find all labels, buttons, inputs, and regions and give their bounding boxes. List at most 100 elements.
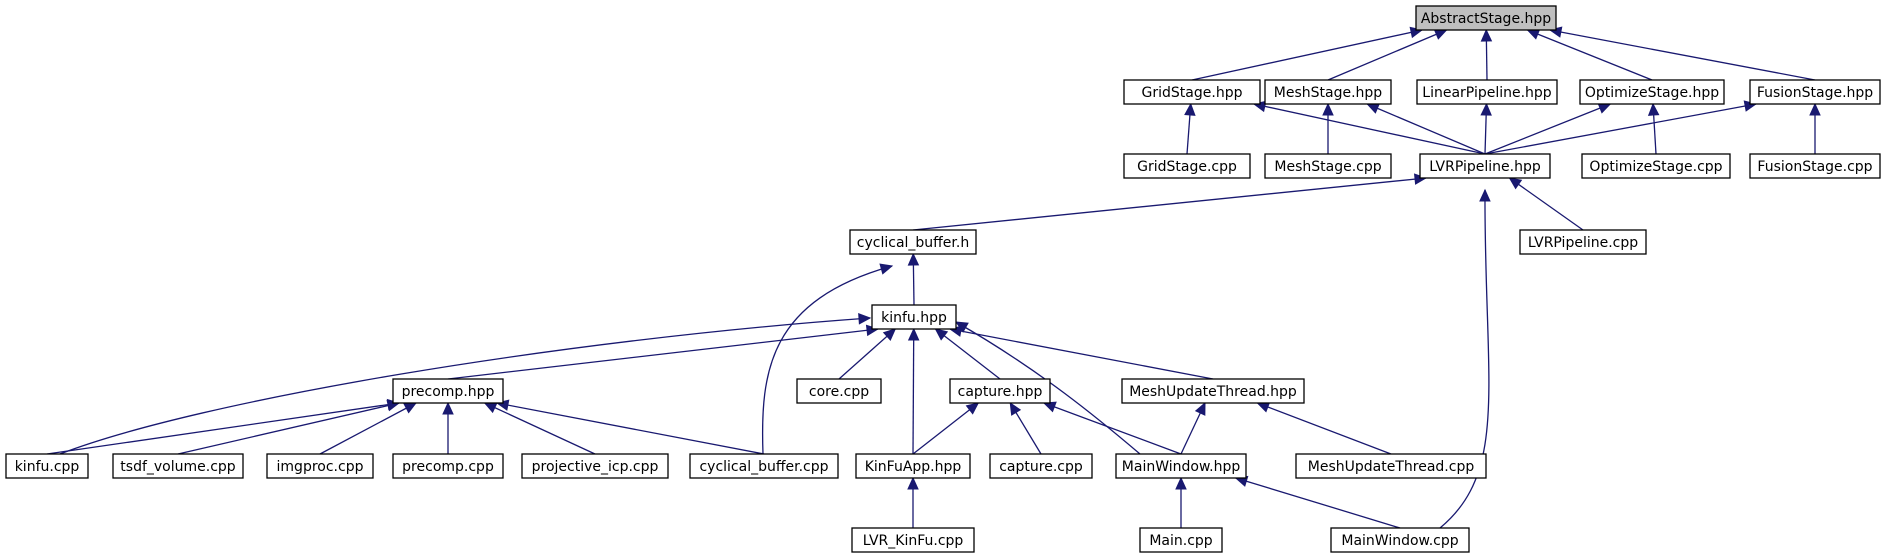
node-label: OptimizeStage.cpp — [1589, 159, 1722, 175]
edge-optimizestage_hpp-to-abstractstage_hpp — [1526, 28, 1653, 81]
node-abstractstage-hpp[interactable]: AbstractStage.hpp — [1415, 5, 1557, 31]
edge-arrowhead — [1175, 476, 1187, 490]
edge-arrowhead — [907, 252, 920, 266]
node-label: AbstractStage.hpp — [1421, 11, 1551, 27]
node-main-cpp[interactable]: Main.cpp — [1139, 527, 1223, 553]
node-gridstage-cpp[interactable]: GridStage.cpp — [1123, 153, 1251, 179]
node-box — [849, 229, 977, 255]
edge-arrowhead — [1322, 102, 1334, 116]
node-capture-hpp[interactable]: capture.hpp — [949, 378, 1051, 404]
node-box — [1123, 153, 1251, 179]
node-label: MeshStage.hpp — [1274, 85, 1383, 101]
node-lvr-kinfu-cpp[interactable]: LVR_KinFu.cpp — [851, 527, 975, 553]
edge-line — [319, 402, 417, 455]
node-meshstage-cpp[interactable]: MeshStage.cpp — [1264, 153, 1392, 179]
node-label: GridStage.cpp — [1137, 159, 1237, 175]
node-cyclical-buffer-h[interactable]: cyclical_buffer.h — [849, 229, 977, 255]
edge-gridstage_hpp-to-abstractstage_hpp — [1191, 26, 1424, 81]
node-box — [1264, 153, 1392, 179]
node-label: LVRPipeline.hpp — [1429, 159, 1541, 175]
edge-kinfuapp_hpp-to-capture_hpp — [912, 402, 980, 455]
node-capture-cpp[interactable]: capture.cpp — [989, 453, 1093, 479]
node-imgproc-cpp[interactable]: imgproc.cpp — [266, 453, 374, 479]
edge-line — [1439, 189, 1490, 529]
node-box — [1115, 453, 1247, 479]
node-box — [851, 527, 975, 553]
node-gridstage-hpp[interactable]: GridStage.hpp — [1123, 79, 1261, 105]
node-label: capture.cpp — [999, 459, 1083, 475]
node-label: cyclical_buffer.h — [857, 235, 969, 251]
node-box — [989, 453, 1093, 479]
node-label: KinFuApp.hpp — [865, 459, 962, 475]
node-label: core.cpp — [809, 384, 869, 400]
node-linearpipeline-hpp[interactable]: LinearPipeline.hpp — [1416, 79, 1558, 105]
node-box — [1264, 79, 1392, 105]
edge-line — [1043, 402, 1182, 455]
edge-arrowhead — [1256, 401, 1271, 413]
edge-cyclical_buffer_h-to-lvrpipeline_hpp — [912, 173, 1428, 231]
edge-line — [1509, 177, 1584, 231]
node-mainwindow-cpp[interactable]: MainWindow.cpp — [1330, 527, 1470, 553]
edge-cyclical_buffer_cpp-to-cyclical_buffer_h — [761, 263, 894, 455]
edge-capture_cpp-to-capture_hpp — [1009, 401, 1042, 455]
edge-meshstage_cpp-to-meshstage_hpp — [1322, 102, 1334, 154]
node-kinfu-cpp[interactable]: kinfu.cpp — [5, 453, 89, 479]
node-box — [1749, 79, 1881, 105]
node-lvrpipeline-hpp[interactable]: LVRPipeline.hpp — [1419, 153, 1551, 179]
edge-line — [1253, 103, 1486, 155]
edge-line — [955, 321, 1141, 455]
edge-line — [1484, 103, 1757, 155]
edge-line — [447, 328, 879, 380]
node-fusionstage-cpp[interactable]: FusionStage.cpp — [1749, 153, 1881, 179]
edge-capture_hpp-to-kinfu_hpp — [934, 328, 1001, 380]
node-tsdf-volume-cpp[interactable]: tsdf_volume.cpp — [112, 453, 244, 479]
node-box — [1579, 79, 1725, 105]
edge-arrowhead — [442, 401, 454, 415]
node-label: FusionStage.hpp — [1757, 85, 1873, 101]
edge-lvrpipeline_hpp-to-fusionstage_hpp — [1484, 100, 1758, 155]
node-mainwindow-hpp[interactable]: MainWindow.hpp — [1115, 453, 1247, 479]
node-label: LinearPipeline.hpp — [1422, 85, 1552, 101]
node-lvrpipeline-cpp[interactable]: LVRPipeline.cpp — [1519, 229, 1647, 255]
node-fusionstage-hpp[interactable]: FusionStage.hpp — [1749, 79, 1881, 105]
node-meshstage-hpp[interactable]: MeshStage.hpp — [1264, 79, 1392, 105]
node-label: MeshStage.cpp — [1274, 159, 1381, 175]
node-box — [521, 453, 669, 479]
edge-arrowhead — [1366, 103, 1381, 114]
edge-line — [1327, 29, 1447, 81]
edge-line — [177, 402, 400, 455]
edge-arrowhead — [934, 328, 949, 341]
node-cyclical-buffer-cpp[interactable]: cyclical_buffer.cpp — [689, 453, 839, 479]
edge-line — [484, 402, 596, 455]
node-core-cpp[interactable]: core.cpp — [796, 378, 882, 404]
node-box — [689, 453, 839, 479]
edge-fusionstage_cpp-to-fusionstage_hpp — [1809, 102, 1821, 154]
node-projective-icp-cpp[interactable]: projective_icp.cpp — [521, 453, 669, 479]
edge-line — [1549, 29, 1816, 81]
edge-lvrpipeline_hpp-to-optimizestage_hpp — [1484, 102, 1612, 155]
node-meshupdatethread-hpp[interactable]: MeshUpdateThread.hpp — [1121, 378, 1305, 404]
node-kinfuapp-hpp[interactable]: KinFuApp.hpp — [855, 453, 971, 479]
node-box — [1419, 153, 1551, 179]
node-meshupdatethread-cpp[interactable]: MeshUpdateThread.cpp — [1295, 453, 1487, 479]
node-precomp-cpp[interactable]: precomp.cpp — [392, 453, 504, 479]
edge-fusionstage_hpp-to-abstractstage_hpp — [1548, 26, 1816, 81]
node-precomp-hpp[interactable]: precomp.hpp — [392, 378, 504, 404]
edge-arrowhead — [858, 313, 872, 325]
node-box — [1295, 453, 1487, 479]
node-box — [1519, 229, 1647, 255]
node-box — [1581, 153, 1731, 179]
edge-line — [949, 328, 1214, 380]
node-box — [949, 378, 1051, 404]
node-label: cyclical_buffer.cpp — [699, 459, 828, 475]
edge-lvrpipeline_cpp-to-lvrpipeline_hpp — [1508, 177, 1584, 231]
node-label: capture.hpp — [958, 384, 1043, 400]
edge-main_cpp-to-mainwindow_hpp — [1175, 476, 1187, 528]
edge-line — [912, 402, 979, 455]
node-optimizestage-hpp[interactable]: OptimizeStage.hpp — [1579, 79, 1725, 105]
edge-line — [912, 177, 1427, 231]
node-optimizestage-cpp[interactable]: OptimizeStage.cpp — [1581, 153, 1731, 179]
node-box — [1139, 527, 1223, 553]
node-label: kinfu.hpp — [881, 310, 947, 326]
node-kinfu-hpp[interactable]: kinfu.hpp — [871, 304, 957, 330]
